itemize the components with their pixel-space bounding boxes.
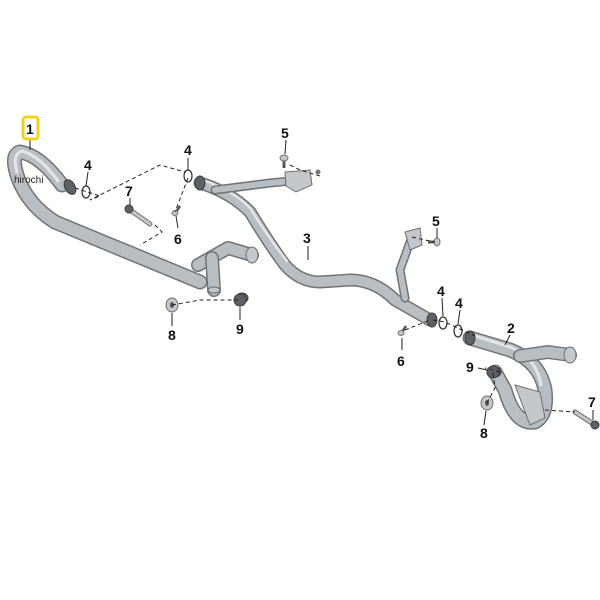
- callout-9-b[interactable]: 9: [466, 359, 474, 375]
- leader-lines: [29, 138, 594, 426]
- callout-7-a[interactable]: 7: [125, 183, 133, 199]
- callout-6-b[interactable]: 6: [397, 353, 405, 369]
- hardware: [81, 154, 600, 430]
- watermark: hirochi: [14, 175, 43, 186]
- washer-4-b: [183, 169, 193, 183]
- callout-8-a[interactable]: 8: [168, 327, 176, 343]
- washer-4-d: [453, 324, 463, 338]
- bolt-7-left: [124, 204, 153, 227]
- part-1-left-crash-bar: [7, 144, 259, 304]
- nut-9-left: [233, 293, 247, 307]
- callout-5-a[interactable]: 5: [281, 125, 289, 141]
- callout-6-a[interactable]: 6: [174, 231, 182, 247]
- callout-9-a[interactable]: 9: [236, 321, 244, 337]
- screw-6-right: [397, 325, 408, 336]
- washer-4-c: [438, 316, 448, 330]
- part-3-middle-bar: [193, 169, 438, 328]
- callout-8-b[interactable]: 8: [480, 425, 488, 441]
- callout-4-a[interactable]: 4: [84, 157, 92, 173]
- callout-7-b[interactable]: 7: [588, 394, 596, 410]
- callout-4-b[interactable]: 4: [184, 142, 192, 158]
- assembly-lines: [74, 164, 576, 413]
- nut-9-right: [486, 365, 500, 379]
- callout-4-c[interactable]: 4: [437, 283, 445, 299]
- callout-5-b[interactable]: 5: [432, 213, 440, 229]
- bolt-7-right: [572, 409, 600, 430]
- callout-labels: 1 2 3 4 4 4 4 5 5 6 6 7 7 8 8 9 9: [26, 121, 596, 441]
- callout-3[interactable]: 3: [303, 230, 311, 246]
- callout-1[interactable]: 1: [26, 121, 34, 137]
- callout-4-d[interactable]: 4: [455, 295, 463, 311]
- screw-6-left: [171, 205, 182, 216]
- callout-1-highlight: [21, 115, 40, 141]
- screw-5-upper: [279, 154, 321, 175]
- callout-2[interactable]: 2: [507, 320, 515, 336]
